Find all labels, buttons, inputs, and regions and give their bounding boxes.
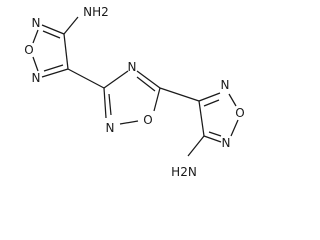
atom-label-n: N xyxy=(222,136,231,150)
bond-tl-c2-c1 xyxy=(63,33,69,70)
bond-r-n-lower-c2 xyxy=(203,135,222,143)
bond-c-n2-c3 xyxy=(103,87,107,119)
atom-label-n: N xyxy=(128,60,137,74)
bond-c-o1-n2 xyxy=(119,120,139,125)
bond-c-c5-o1 xyxy=(153,87,161,112)
bond-tl-n-upper-o xyxy=(32,29,39,44)
bond-c-c3-n4 xyxy=(103,70,129,89)
bond-c-n4-c5-double xyxy=(136,76,156,92)
bond-tl-c1-amine xyxy=(63,16,79,35)
chemical-structure-diagram: O N N NH2 N N O O N N H2N xyxy=(24,5,244,179)
bond-r-c2-c1 xyxy=(198,100,205,137)
amine-label: H2N xyxy=(171,165,197,179)
bond-tl-n-lower-c2 xyxy=(41,68,69,78)
bond-c-c3-n2-double xyxy=(108,93,112,116)
atom-label-n: N xyxy=(32,16,41,30)
bond-tl-o-n-lower xyxy=(32,56,39,72)
bond-r-c2-amine xyxy=(187,135,205,157)
bond-left-ring-to-center xyxy=(67,68,105,89)
bond-r-n-upper-o xyxy=(228,93,237,107)
bond-c-n4-c5 xyxy=(136,70,161,89)
atom-label-n: N xyxy=(32,71,41,85)
atom-label-o: O xyxy=(143,113,152,127)
bond-tl-c1-n-upper xyxy=(41,24,65,35)
bond-tl-n-lower-c2-double xyxy=(43,64,64,72)
bond-r-o-n-lower xyxy=(230,119,239,137)
atom-label-n: N xyxy=(106,121,115,135)
bond-r-c1-n-upper xyxy=(198,92,221,102)
atom-label-o: O xyxy=(24,43,33,57)
bond-center-to-right-ring xyxy=(159,87,200,102)
bond-tl-c1-n-upper-double xyxy=(42,30,61,39)
atom-label-o: O xyxy=(235,106,244,120)
amine-label: NH2 xyxy=(83,5,109,19)
bond-r-c1-n-upper-double xyxy=(203,99,220,107)
bond-r-n-lower-c2-double xyxy=(208,131,222,137)
atom-label-n: N xyxy=(221,78,230,92)
